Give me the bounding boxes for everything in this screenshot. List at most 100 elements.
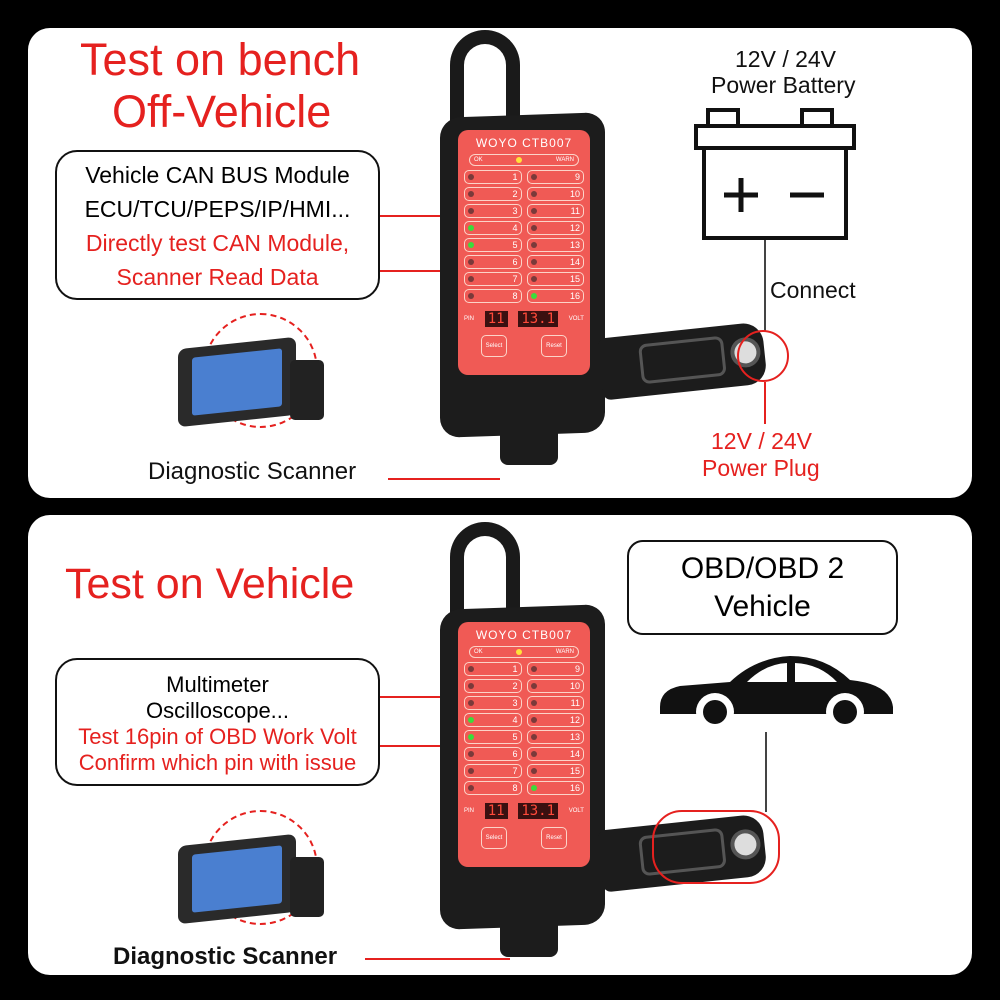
pin-led xyxy=(468,174,474,180)
display: PIN 11 13.1 VOLT xyxy=(464,311,584,327)
pin-led xyxy=(530,191,537,197)
box-line-red: Test 16pin of OBD Work Volt xyxy=(78,724,357,749)
bench-subtitle: Off-Vehicle xyxy=(112,86,332,137)
device-brand: WOYO CTB007 xyxy=(475,628,573,642)
reset-button[interactable]: Reset xyxy=(541,335,567,357)
device-brand: WOYO CTB007 xyxy=(475,136,573,150)
pin-indicator: 7 xyxy=(464,272,522,286)
pin-number: 4 xyxy=(512,223,518,233)
pin-indicator: 14 xyxy=(526,255,584,269)
pin-number: 16 xyxy=(569,291,580,301)
pin-number: 10 xyxy=(569,681,580,691)
ok-label: OK xyxy=(474,157,483,163)
pin-indicator: 10 xyxy=(526,679,584,693)
connector-line xyxy=(380,696,442,698)
pin-label: PIN xyxy=(464,808,475,814)
connector-line xyxy=(380,270,442,272)
pin-indicator: 16 xyxy=(526,289,584,303)
pin-number: 9 xyxy=(574,172,580,182)
pin-led xyxy=(530,751,537,757)
battery-icon xyxy=(694,108,856,240)
pin-number: 6 xyxy=(512,257,518,267)
ok-label: OK xyxy=(474,649,483,655)
box-line: ECU/TCU/PEPS/IP/HMI... xyxy=(84,196,351,222)
pin-indicator: 4 xyxy=(464,221,522,235)
display: PIN 11 13.1 VOLT xyxy=(464,803,584,819)
pin-number: 14 xyxy=(569,257,580,267)
pin-led xyxy=(468,734,474,740)
pin-number: 1 xyxy=(512,664,518,674)
warn-led xyxy=(516,649,523,655)
pin-indicator: 12 xyxy=(526,221,584,235)
car-icon xyxy=(660,656,893,731)
pin-led xyxy=(530,242,537,248)
volt-label: VOLT xyxy=(568,316,584,322)
pin-led xyxy=(530,768,537,774)
pin-led xyxy=(530,785,537,791)
pin-number: 12 xyxy=(569,223,580,233)
cable xyxy=(450,30,520,140)
pin-led xyxy=(468,191,474,197)
pin-indicator: 6 xyxy=(464,255,522,269)
reset-button[interactable]: Reset xyxy=(541,827,567,849)
vehicle-box-line: Vehicle xyxy=(714,590,811,623)
pin-indicator: 4 xyxy=(464,713,522,727)
pin-led xyxy=(530,734,537,740)
pin-number: 11 xyxy=(570,698,580,708)
select-button[interactable]: Select xyxy=(481,827,507,849)
pin-indicator: 16 xyxy=(526,781,584,795)
pin-indicator: 15 xyxy=(526,272,584,286)
plug-label-1: 12V / 24V xyxy=(711,428,813,454)
vehicle-title: Test on Vehicle xyxy=(65,560,355,608)
pin-led xyxy=(530,276,537,282)
pin-led xyxy=(468,225,474,231)
pin-indicator: 6 xyxy=(464,747,522,761)
select-button[interactable]: Select xyxy=(481,335,507,357)
can-module-box: Vehicle CAN BUS Module ECU/TCU/PEPS/IP/H… xyxy=(55,150,380,300)
pin-led xyxy=(468,785,474,791)
pin-indicator: 13 xyxy=(526,238,584,252)
pin-number: 10 xyxy=(569,189,580,199)
pin-led xyxy=(468,293,474,299)
pin-indicator: 10 xyxy=(526,187,584,201)
pin-led xyxy=(468,683,474,689)
pin-led xyxy=(468,717,474,723)
multimeter-box: Multimeter Oscilloscope... Test 16pin of… xyxy=(55,658,380,786)
obd-connector xyxy=(500,425,558,465)
pin-indicator: 12 xyxy=(526,713,584,727)
bench-title: Test on bench xyxy=(80,34,361,85)
pin-indicator: 11 xyxy=(526,204,584,218)
pin-number: 7 xyxy=(512,766,518,776)
pin-label: PIN xyxy=(464,316,475,322)
pin-led xyxy=(468,700,474,706)
connector-line xyxy=(380,215,442,217)
pin-led xyxy=(468,751,474,757)
plug-line xyxy=(764,382,766,424)
pin-number: 11 xyxy=(570,206,580,216)
pin-number: 14 xyxy=(569,749,580,759)
pin-number: 6 xyxy=(512,749,518,759)
scanner-line xyxy=(365,958,510,960)
pin-number: 16 xyxy=(569,783,580,793)
pin-led xyxy=(530,683,537,689)
pin-number: 12 xyxy=(569,715,580,725)
pin-indicator: 11 xyxy=(526,696,584,710)
pin-number: 5 xyxy=(512,732,518,742)
vehicle-box: OBD/OBD 2 Vehicle xyxy=(627,540,898,635)
pin-led xyxy=(530,700,537,706)
pin-number: 4 xyxy=(512,715,518,725)
pin-led xyxy=(530,208,537,214)
pin-led xyxy=(530,174,537,180)
box-line: Vehicle CAN BUS Module xyxy=(85,162,350,188)
volt-label: VOLT xyxy=(568,808,584,814)
scanner-image xyxy=(178,313,328,428)
pin-indicator: 3 xyxy=(464,204,522,218)
pin-number: 15 xyxy=(569,274,580,284)
pin-indicator: 8 xyxy=(464,781,522,795)
scanner-line xyxy=(388,478,500,480)
box-line-red: Scanner Read Data xyxy=(116,264,319,290)
warn-label: WARN xyxy=(555,157,574,163)
